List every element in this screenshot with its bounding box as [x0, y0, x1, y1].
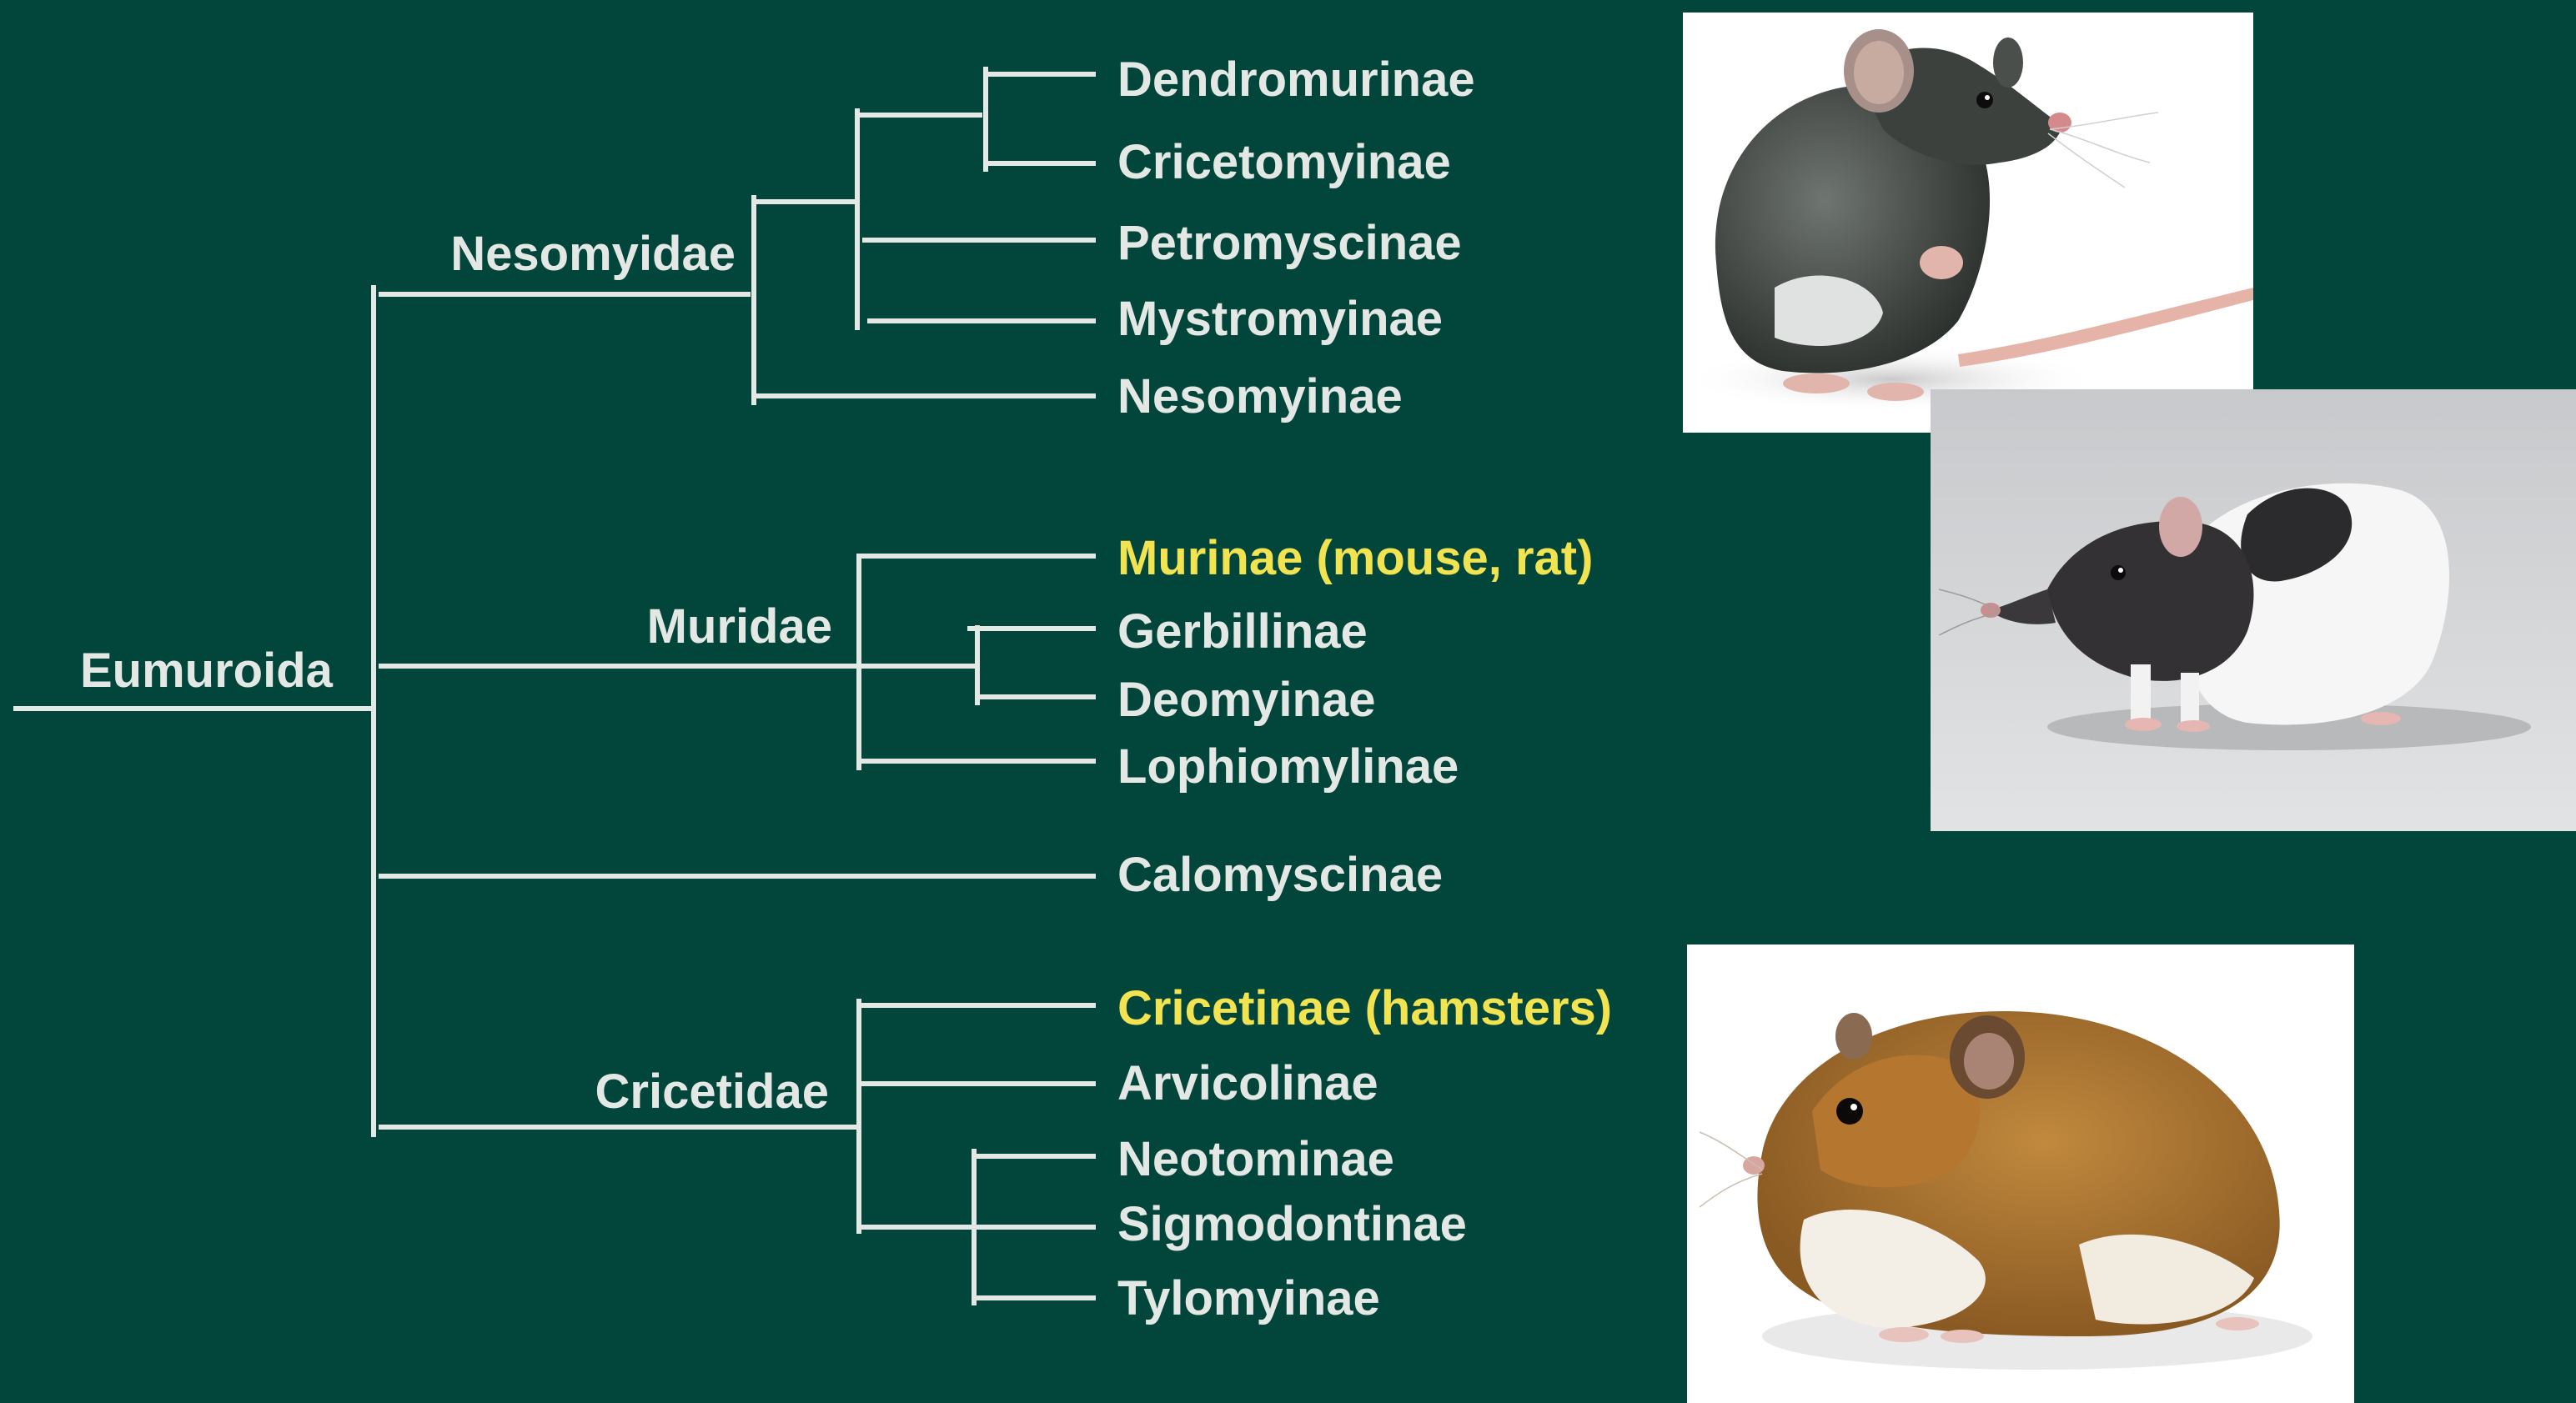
gerbillinae-label: Gerbillinae: [1117, 608, 1368, 656]
rat-photo: [1931, 389, 2576, 831]
nesomyidae-label: Nesomyidae: [450, 230, 736, 278]
mouse-photo: [1683, 13, 2253, 433]
tylomyinae-label: Tylomyinae: [1117, 1275, 1380, 1323]
sigmodontinae-label: Sigmodontinae: [1117, 1200, 1467, 1249]
deomyinae-label: Deomyinae: [1117, 676, 1375, 724]
lophiomyinae-label: Lophiomylinae: [1117, 743, 1459, 791]
mystromyinae-label: Mystromyinae: [1117, 295, 1443, 343]
eumuroida-label: Eumuroida: [80, 647, 333, 695]
petromyscinae-label: Petromyscinae: [1117, 219, 1462, 268]
cricetinae-label: Cricetinae (hamsters): [1117, 985, 1612, 1033]
dendromurinae-label: Dendromurinae: [1117, 56, 1475, 104]
cricetomyinae-label: Cricetomyinae: [1117, 138, 1451, 187]
arvicolinae-label: Arvicolinae: [1117, 1060, 1378, 1108]
nesomyinae-label: Nesomyinae: [1117, 373, 1403, 421]
hamster-photo: [1687, 945, 2354, 1403]
cricetidae-label: Cricetidae: [595, 1068, 829, 1116]
murinae-label: Murinae (mouse, rat): [1117, 534, 1593, 583]
calomyscinae-label: Calomyscinae: [1117, 851, 1443, 899]
neotominae-label: Neotominae: [1117, 1135, 1394, 1184]
muridae-label: Muridae: [647, 603, 832, 651]
